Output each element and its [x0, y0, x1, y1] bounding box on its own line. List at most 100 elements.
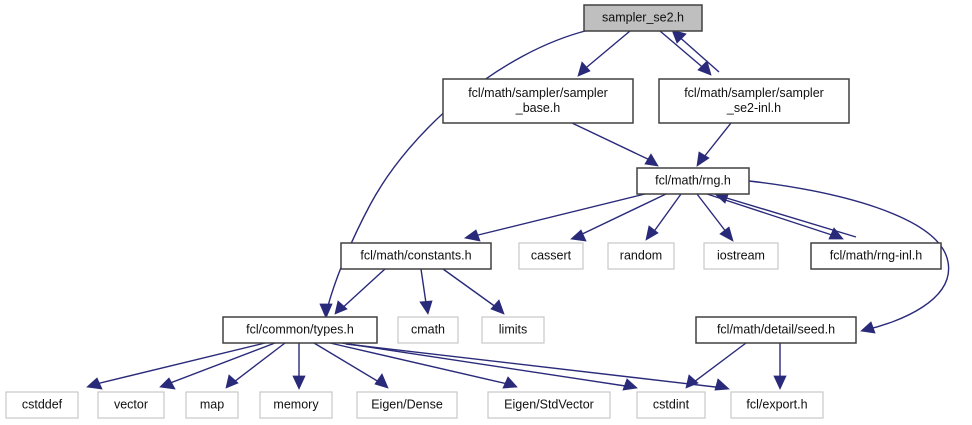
edge-types-to-vector	[159, 342, 276, 390]
edge-line	[659, 30, 708, 72]
graph-node-rng[interactable]: fcl/math/rng.h	[636, 167, 750, 195]
node-box[interactable]	[259, 391, 333, 419]
node-box[interactable]	[97, 391, 165, 419]
node-box[interactable]	[481, 316, 545, 344]
node-box[interactable]	[185, 391, 239, 419]
node-box[interactable]	[340, 242, 492, 270]
node-label: memory	[273, 397, 319, 411]
graph-node-constants[interactable]: fcl/math/constants.h	[340, 242, 492, 270]
arrowhead-icon	[860, 321, 876, 334]
node-box[interactable]	[636, 167, 750, 195]
edge-line	[649, 193, 682, 238]
edge-rng-to-seed	[748, 180, 950, 334]
node-box[interactable]	[487, 391, 611, 419]
node-box[interactable]	[703, 242, 779, 270]
graph-node-cmath[interactable]: cmath	[397, 316, 459, 344]
edge-rng_inl-to-rng	[714, 191, 857, 238]
arrowhead-icon	[719, 226, 734, 242]
graph-node-seed[interactable]: fcl/math/detail/seed.h	[695, 316, 857, 344]
node-box[interactable]	[397, 316, 459, 344]
graph-node-random[interactable]: random	[607, 242, 675, 270]
edge-types-to-map	[225, 342, 286, 389]
graph-node-vector[interactable]: vector	[97, 391, 165, 419]
node-label: Eigen/StdVector	[504, 397, 594, 411]
node-box[interactable]	[356, 391, 458, 419]
edge-line	[469, 193, 646, 238]
edge-layer	[86, 29, 950, 391]
node-label: fcl/math/constants.h	[360, 248, 471, 262]
graph-node-sampler_base[interactable]: fcl/math/sampler/sampler_base.h	[442, 78, 634, 124]
graph-node-memory[interactable]: memory	[259, 391, 333, 419]
edge-line	[338, 268, 386, 312]
node-box[interactable]	[607, 242, 675, 270]
node-label: fcl/export.h	[746, 397, 807, 411]
node-label: _se2-inl.h	[726, 101, 781, 115]
node-box[interactable]	[583, 4, 703, 32]
node-box[interactable]	[518, 242, 584, 270]
node-label: cassert	[531, 248, 572, 262]
edge-line	[313, 342, 385, 386]
arrowhead-icon	[773, 375, 787, 390]
graph-node-rng_inl[interactable]: fcl/math/rng-inl.h	[810, 242, 942, 270]
arrowhead-icon	[225, 374, 239, 389]
node-label: fcl/math/sampler/sampler	[684, 86, 824, 100]
node-label: _base.h	[515, 101, 561, 115]
graph-node-eigen_stdvector[interactable]: Eigen/StdVector	[487, 391, 611, 419]
arrowhead-icon	[828, 227, 844, 240]
edge-line	[325, 29, 590, 315]
arrowhead-icon	[374, 373, 389, 389]
graph-node-limits[interactable]: limits	[481, 316, 545, 344]
arrowhead-icon	[334, 300, 348, 315]
node-box[interactable]	[222, 316, 378, 344]
graph-node-iostream[interactable]: iostream	[703, 242, 779, 270]
node-label: cmath	[411, 322, 445, 336]
graph-node-cstddef[interactable]: cstddef	[5, 391, 79, 419]
graph-node-sampler_se2_inl[interactable]: fcl/math/sampler/sampler_se2-inl.h	[658, 78, 850, 124]
graph-node-map[interactable]: map	[185, 391, 239, 419]
node-label: fcl/math/rng.h	[655, 173, 731, 187]
edge-line	[675, 33, 720, 73]
graph-node-cassert[interactable]: cassert	[518, 242, 584, 270]
node-box[interactable]	[695, 316, 857, 344]
edge-constants-to-types	[334, 268, 386, 315]
edge-line	[748, 180, 950, 331]
graph-node-types[interactable]: fcl/common/types.h	[222, 316, 378, 344]
node-box[interactable]	[5, 391, 79, 419]
node-box[interactable]	[442, 78, 634, 124]
node-label: vector	[114, 397, 148, 411]
graph-node-eigen_dense[interactable]: Eigen/Dense	[356, 391, 458, 419]
node-label: random	[620, 248, 662, 262]
edge-line	[689, 342, 747, 386]
node-label: cstdint	[653, 397, 690, 411]
arrowhead-icon	[577, 61, 591, 77]
arrowhead-icon	[622, 378, 638, 391]
node-box[interactable]	[636, 391, 706, 419]
edge-line	[341, 342, 633, 388]
arrowhead-icon	[570, 229, 587, 242]
graph-node-export[interactable]: fcl/export.h	[730, 391, 824, 419]
node-box[interactable]	[810, 242, 942, 270]
edge-types-to-cstddef	[86, 342, 266, 390]
edge-line	[575, 193, 667, 238]
edge-types-to-eigen_dense	[313, 342, 389, 389]
arrowhead-icon	[644, 153, 659, 167]
node-box[interactable]	[658, 78, 850, 124]
edge-types-to-eigen_stdvector	[329, 342, 518, 389]
edge-line	[719, 195, 857, 238]
edge-seed-to-export	[773, 343, 787, 390]
edge-rng-to-constants	[464, 193, 646, 242]
edge-types-to-export	[345, 343, 730, 391]
arrowhead-icon	[671, 29, 687, 44]
node-box[interactable]	[730, 391, 824, 419]
edge-rng-to-iostream	[696, 193, 734, 242]
graph-node-sampler_se2[interactable]: sampler_se2.h	[583, 4, 703, 32]
node-label: fcl/common/types.h	[246, 322, 354, 336]
edge-line	[442, 268, 501, 311]
arrowhead-icon	[319, 303, 333, 320]
graph-node-cstdint[interactable]: cstdint	[636, 391, 706, 419]
node-layer: sampler_se2.hfcl/math/sampler/sampler_ba…	[5, 4, 942, 419]
edge-sampler_se2-to-sampler_base	[577, 30, 631, 77]
arrowhead-icon	[490, 299, 505, 315]
